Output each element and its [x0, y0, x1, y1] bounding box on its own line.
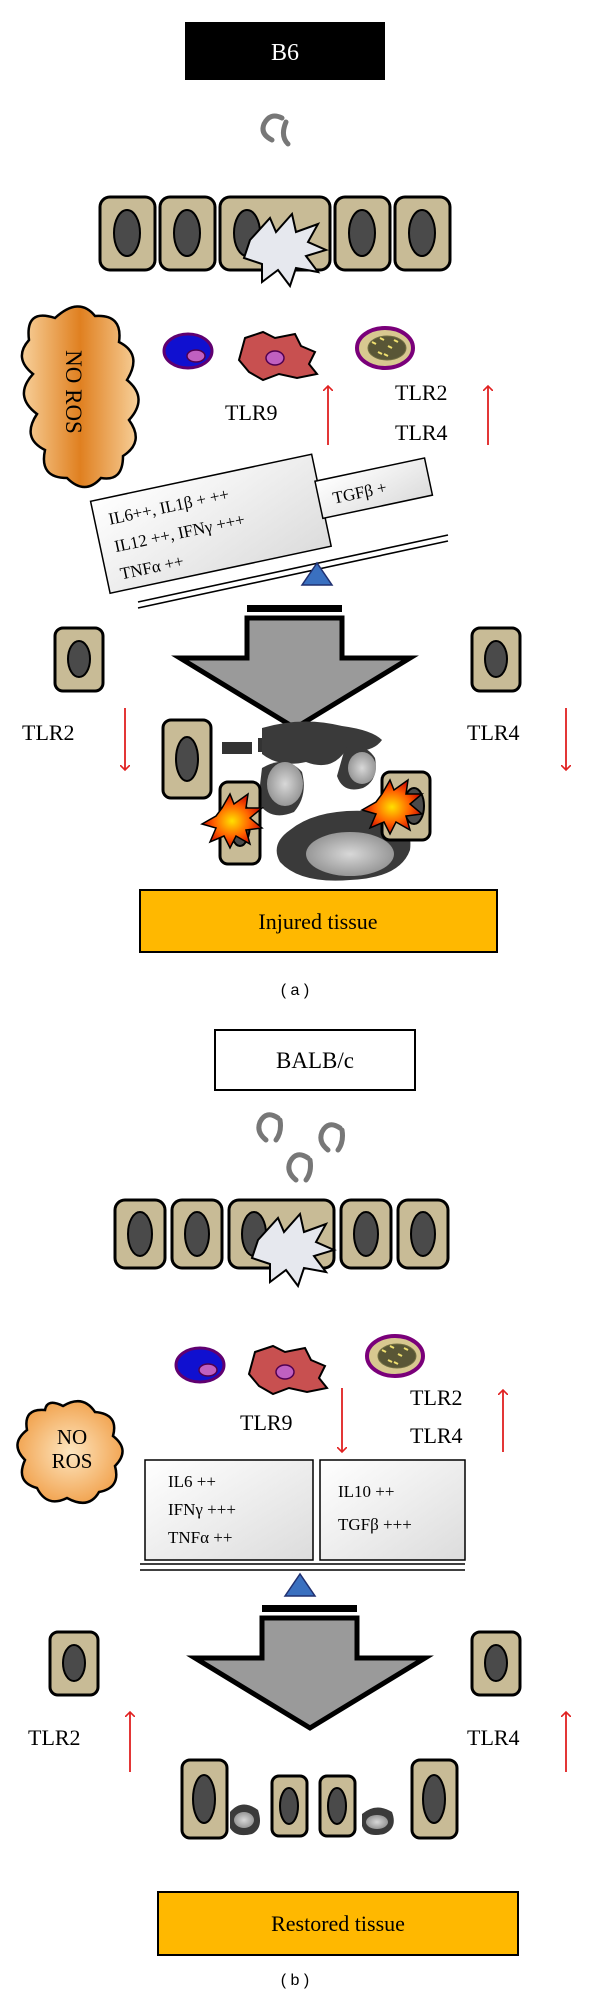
- epithelium-row-b: [113, 1198, 450, 1289]
- tlr4-side-label-a: TLR4: [467, 720, 520, 745]
- damage-burst-icon: [200, 792, 265, 850]
- parasite-icon: [286, 1152, 313, 1183]
- outcome-label-a: Injured tissue: [258, 909, 377, 934]
- caption-b: ( b ): [281, 1972, 309, 1989]
- ros-cloud-a: [20, 305, 140, 489]
- injured-tissue-a: [161, 718, 432, 881]
- cytokine-balance-b: IL6 ++ IFNγ +++ TNFα ++ IL10 ++ TGFβ +++: [140, 1459, 466, 1597]
- neutrophil-icon: [174, 1346, 226, 1384]
- neutrophil-icon: [162, 332, 214, 370]
- tlr2-side-label-a: TLR2: [22, 720, 75, 745]
- strain-header-b: [214, 1029, 416, 1091]
- panel-a: B6 NO ROS T: [20, 22, 566, 999]
- panel-b: BALB/c NO ROS: [16, 1029, 566, 1989]
- cytokine-b-line-2: IFNγ +++: [168, 1500, 236, 1519]
- tlr4-side-label-b: TLR4: [467, 1725, 520, 1750]
- immune-cells-b: [174, 1334, 425, 1396]
- immune-cells-a: [162, 326, 415, 382]
- parasite-icon: [256, 1112, 283, 1143]
- caption-a: ( a ): [281, 982, 309, 999]
- fulcrum-icon-b: [283, 1572, 317, 1597]
- tlr9-label-a: TLR9: [225, 400, 278, 425]
- outcome-box-b: [157, 1891, 519, 1956]
- tlr2-label-b: TLR2: [410, 1385, 463, 1410]
- antiinflammatory-box-a: [314, 457, 434, 520]
- ros-cloud-b: [16, 1399, 124, 1505]
- tlr4-label-b: TLR4: [410, 1423, 463, 1448]
- cytokine-b-right-2: TGFβ +++: [338, 1515, 412, 1534]
- parasite-icon: [260, 113, 291, 147]
- down-arrow-b: [186, 1605, 434, 1731]
- proinflammatory-box-b: [144, 1459, 314, 1561]
- ros-label-b-1: NO: [57, 1425, 87, 1449]
- tlr4-label-a: TLR4: [395, 420, 448, 445]
- strain-header-a: [185, 22, 385, 80]
- fulcrum-icon-a: [300, 561, 334, 586]
- invasion-burst-icon: [242, 211, 329, 289]
- down-arrow-a: [171, 605, 419, 731]
- restored-tissue-b: [180, 1758, 459, 1840]
- outcome-box-a: [139, 889, 498, 953]
- epithelium-row-a: [98, 195, 452, 289]
- outcome-label-b: Restored tissue: [271, 1911, 405, 1936]
- ros-label-a: NO ROS: [61, 350, 86, 434]
- cytokine-balance-a: IL6++, IL1β + ++ IL12 ++, IFNγ +++ TNFα …: [89, 453, 449, 609]
- tlr2-side-label-b: TLR2: [28, 1725, 81, 1750]
- invasion-burst-icon: [250, 1211, 337, 1289]
- cytokine-b-line-1: IL6 ++: [168, 1472, 216, 1491]
- parasites-b: [256, 1112, 345, 1183]
- strain-label-a: B6: [271, 40, 299, 66]
- ros-label-b-2: ROS: [52, 1449, 93, 1473]
- cytokine-b-right-1: IL10 ++: [338, 1482, 394, 1501]
- tlr2-label-a: TLR2: [395, 380, 448, 405]
- cytokine-b-line-3: TNFα ++: [168, 1528, 232, 1547]
- parasite-icon: [318, 1122, 345, 1153]
- tlr9-label-b: TLR9: [240, 1410, 293, 1435]
- strain-label-b: BALB/c: [276, 1048, 354, 1073]
- damage-burst-icon: [360, 778, 425, 836]
- antiinflammatory-box-b: [319, 1459, 466, 1561]
